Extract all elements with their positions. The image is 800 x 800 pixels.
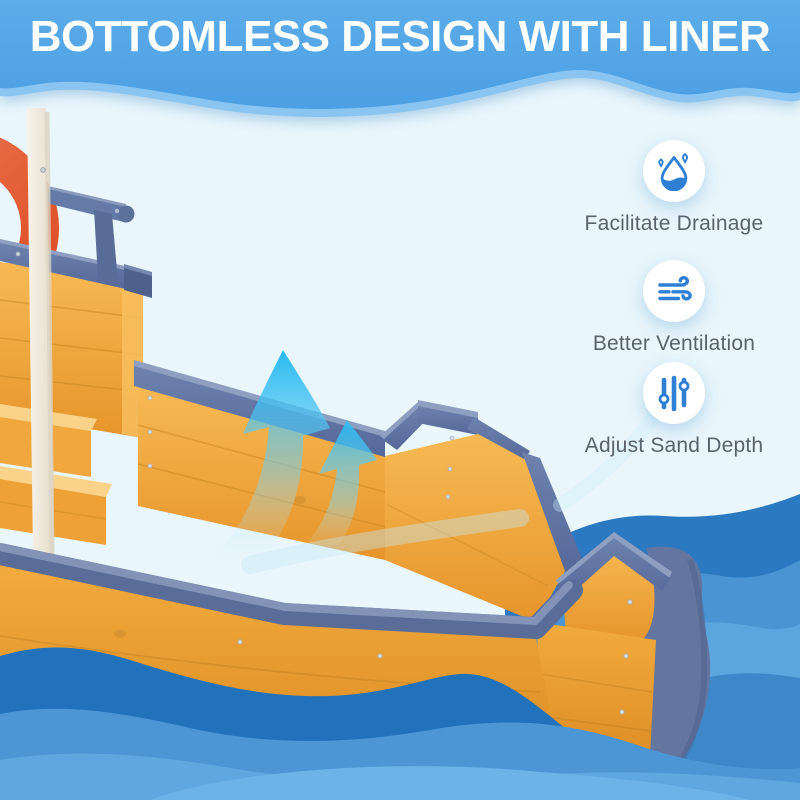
feature-item-drainage: Facilitate Drainage <box>554 140 794 236</box>
feature-icon-circle <box>643 260 705 322</box>
feature-icon-circle <box>643 140 705 202</box>
feature-label: Facilitate Drainage <box>584 212 764 235</box>
header-wave-graphic <box>0 0 800 117</box>
airflow-arrows-graphic <box>216 350 377 563</box>
water-drop-icon <box>658 153 688 191</box>
airflow-arrow-up-small <box>302 420 377 553</box>
mast-graphic <box>27 108 55 558</box>
feature-item-sand-depth: Adjust Sand Depth <box>554 362 794 458</box>
feature-icon-circle <box>643 362 705 424</box>
sliders-icon <box>658 375 690 412</box>
railing-graphic <box>46 186 135 282</box>
airflow-arrow-up-large <box>216 350 330 563</box>
airflow-trail-graphic <box>241 509 529 574</box>
page-title: BOTTOMLESS DESIGN WITH LINER <box>29 12 771 61</box>
feature-item-ventilation: Better Ventilation <box>554 260 794 356</box>
feature-label: Better Ventilation <box>592 332 756 355</box>
ocean-waves-front <box>0 647 800 800</box>
wind-icon <box>658 276 692 301</box>
feature-label: Adjust Sand Depth <box>584 434 764 457</box>
